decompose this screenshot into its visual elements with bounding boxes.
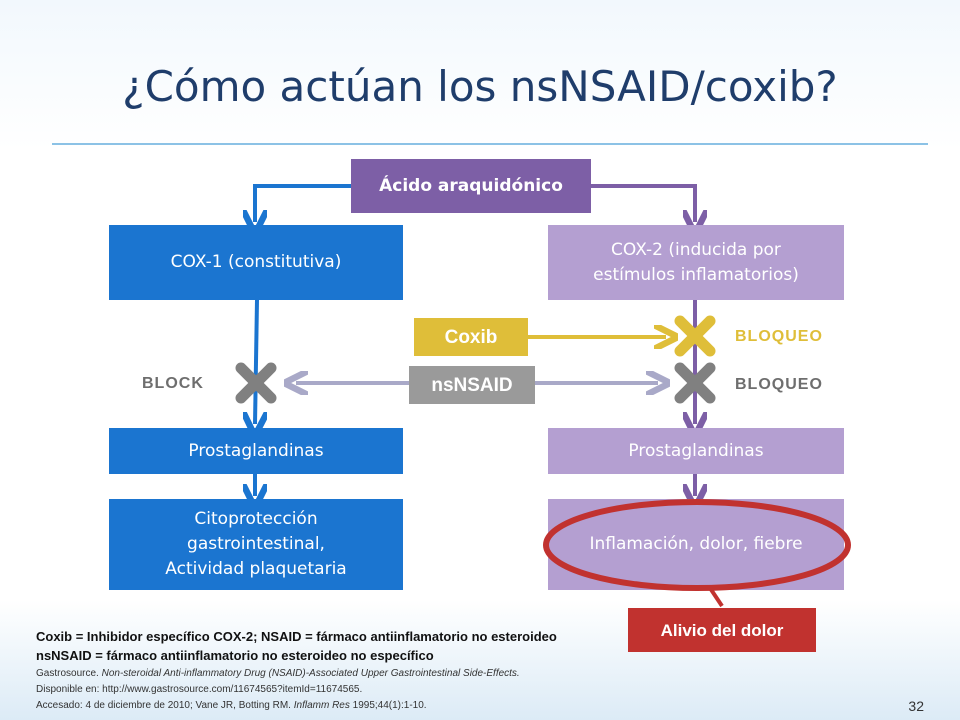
- cito-line-2: gastrointestinal,: [187, 534, 325, 554]
- node-citoproteccion: Citoprotección gastrointestinal, Activid…: [109, 499, 403, 590]
- node-prostaglandinas-right: Prostaglandinas: [548, 428, 844, 474]
- cito-line-3: Actividad plaquetaria: [165, 559, 347, 579]
- footnote-line-5: Accesado: 4 de diciembre de 2010; Vane J…: [36, 700, 427, 711]
- block-x-coxib: [674, 315, 716, 357]
- block-x-nsnsaid-right: [674, 362, 716, 404]
- node-cox2: COX-2 (inducida por estímulos inflamator…: [548, 225, 844, 300]
- label-block: BLOCK: [142, 375, 204, 392]
- label-bloqueo-coxib: BLOQUEO: [735, 328, 823, 345]
- footnote-line-4: Disponible en: http://www.gastrosource.c…: [36, 684, 363, 695]
- arrow-cox1-to-prost: [255, 299, 257, 424]
- block-x-left: [235, 362, 277, 404]
- arrow-acido-to-cox2: [591, 184, 695, 222]
- footnote-journal: Inflamm Res: [293, 700, 350, 711]
- cox2-line-1: COX-2 (inducida por: [611, 239, 781, 260]
- footnote-line-3: Gastrosource. Non-steroidal Anti-inflamm…: [36, 668, 520, 679]
- node-prostaglandinas-left: Prostaglandinas: [109, 428, 403, 474]
- arrow-acido-to-cox1: [255, 184, 351, 222]
- header-background: [0, 0, 960, 150]
- node-coxib: Coxib: [414, 318, 528, 356]
- cito-line-1: Citoprotección: [194, 509, 318, 529]
- footnote-source-title: Non-steroidal Anti-inflammatory Drug (NS…: [101, 668, 520, 679]
- page-number: 32: [908, 698, 924, 714]
- footnote-line-2: nsNSAID = fármaco antiinflamatorio no es…: [36, 648, 434, 663]
- title-divider: [52, 143, 928, 145]
- node-acido-araquidonico: Ácido araquidónico: [351, 159, 591, 213]
- footnote-volume: 1995;44(1):1-10.: [349, 700, 427, 711]
- slide-title: ¿Cómo actúan los nsNSAID/coxib?: [122, 62, 838, 111]
- footnote-source: Gastrosource.: [36, 668, 102, 679]
- cox2-line-2: estímulos inflamatorios): [593, 264, 799, 285]
- highlight-ellipse: [543, 499, 851, 591]
- node-alivio-del-dolor: Alivio del dolor: [628, 608, 816, 652]
- label-bloqueo-nsnsaid: BLOQUEO: [735, 376, 823, 393]
- footnote-accessed: Accesado: 4 de diciembre de 2010; Vane J…: [36, 700, 294, 711]
- footnote-line-1: Coxib = Inhibidor específico COX-2; NSAI…: [36, 629, 557, 644]
- node-nsnsaid: nsNSAID: [409, 366, 535, 404]
- node-cox1: COX-1 (constitutiva): [109, 225, 403, 300]
